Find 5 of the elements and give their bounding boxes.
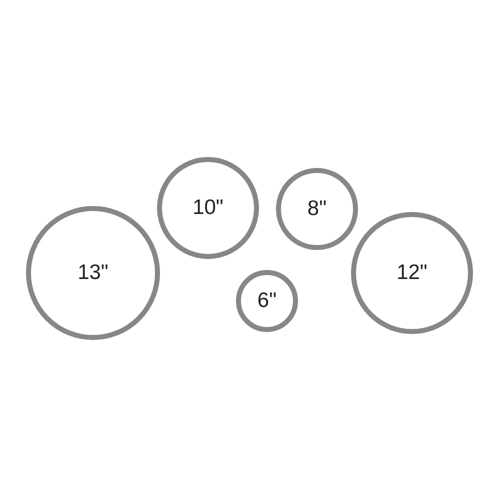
size-label: 12" [396,261,428,285]
size-label: 10" [192,196,224,220]
size-label: 8" [307,197,327,221]
size-label: 6" [257,289,277,313]
size-label: 13" [78,261,108,285]
